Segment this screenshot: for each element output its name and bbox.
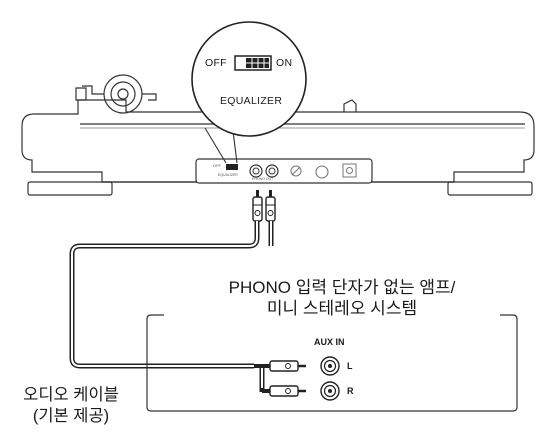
panel-equalizer-switch[interactable] (226, 164, 238, 170)
phono-out-label: PHONO OUT (252, 177, 274, 181)
aux-in-jacks (320, 356, 340, 401)
left-channel-label: L (347, 361, 353, 371)
equalizer-label: EQUALIZER (220, 95, 283, 107)
audio-cable (69, 190, 306, 397)
turntable (21, 74, 535, 196)
amp-title-line1: PHONO 입력 단자가 없는 앰프/ (228, 278, 456, 297)
switch-off-label: OFF (205, 57, 227, 69)
cable-label-line2: (기본 제공) (32, 407, 110, 425)
switch-on-label: ON (276, 57, 293, 69)
right-channel-label: R (347, 386, 354, 396)
rear-panel (226, 163, 357, 179)
panel-off-label: OFF (213, 163, 221, 168)
port-icon (315, 165, 329, 179)
aux-in-label: AUX IN (314, 337, 345, 347)
amp-title-line2: 미니 스테레오 시스템 (266, 299, 418, 318)
panel-switch-label: EQUALIZER (218, 173, 238, 177)
amplifier (146, 314, 518, 412)
zoom-callout (191, 21, 307, 164)
cable-label-line1: 오디오 케이블 (23, 386, 119, 404)
